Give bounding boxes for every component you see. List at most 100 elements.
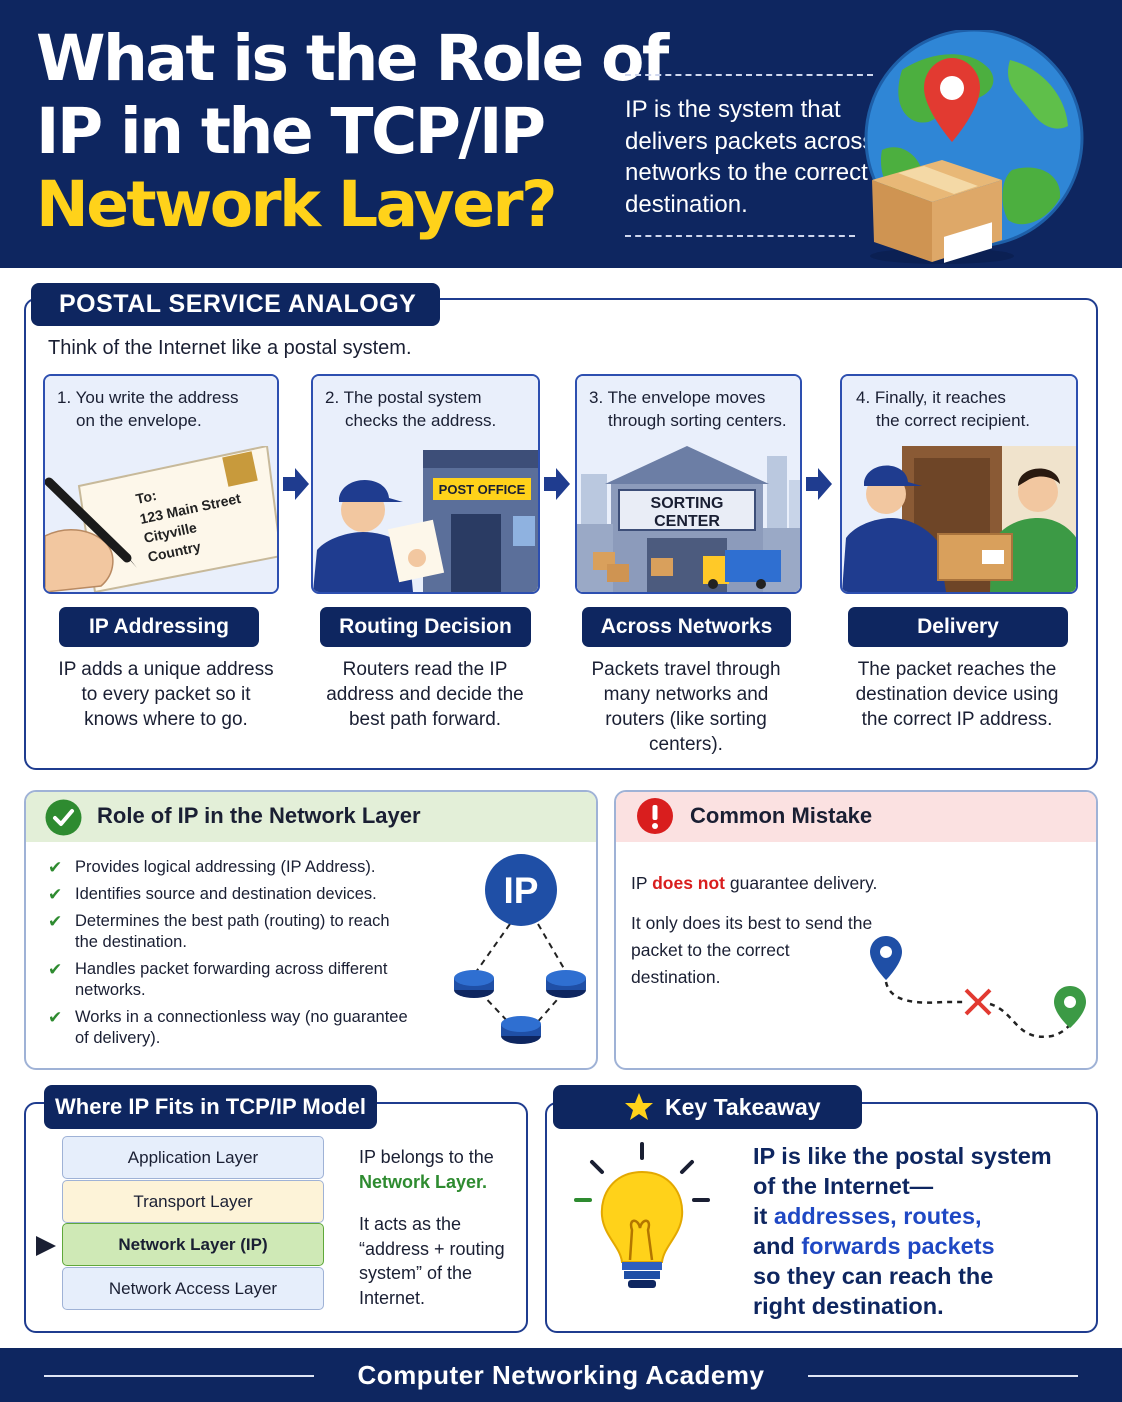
step-caption-1: 1. You write the address on the envelope… bbox=[45, 376, 277, 446]
delivery-illustration bbox=[842, 446, 1076, 592]
layer-application-layer: Application Layer bbox=[62, 1136, 324, 1179]
postal-analogy-heading: POSTAL SERVICE ANALOGY bbox=[31, 283, 440, 326]
takeaway-heading: Key Takeaway bbox=[553, 1085, 862, 1129]
title-line-1: What is the Role of bbox=[36, 22, 669, 95]
desc-line: to every packet so it bbox=[81, 684, 251, 705]
lightbulb-icon bbox=[574, 1142, 710, 1288]
takeaway-line: and forwards packets bbox=[753, 1231, 1073, 1261]
model-text-emphasis: Network Layer. bbox=[359, 1171, 488, 1192]
desc-line: Routers read the IP bbox=[342, 659, 508, 680]
desc-line: many networks and bbox=[603, 684, 769, 705]
desc-line: Packets travel through bbox=[591, 659, 781, 680]
step-card-3: 3. The envelope moves through sorting ce… bbox=[575, 374, 802, 594]
step-number-1: 1. bbox=[57, 388, 72, 407]
takeaway-word: it bbox=[753, 1203, 774, 1229]
model-text-line: IP belongs to the bbox=[359, 1147, 494, 1167]
model-text-2: It acts as the “address + routing system… bbox=[359, 1214, 505, 1308]
step-number-2: 2. bbox=[325, 388, 340, 407]
step-caption-line-b: the correct recipient. bbox=[876, 411, 1031, 430]
checklist-text: Provides logical addressing (IP Address)… bbox=[75, 858, 376, 876]
step-caption-4: 4. Finally, it reaches the correct recip… bbox=[842, 376, 1076, 446]
post-office-sign: POST OFFICE bbox=[439, 482, 526, 497]
takeaway-line: IP is like the postal system bbox=[753, 1143, 1052, 1169]
checklist-item: ✔ Identifies source and destination devic… bbox=[48, 884, 448, 905]
role-header bbox=[26, 792, 596, 842]
failed-route-icon bbox=[870, 936, 1086, 1039]
role-checklist: ✔ Provides logical addressing (IP Address… bbox=[48, 857, 448, 1055]
ip-router-diagram: IP bbox=[454, 854, 586, 1044]
checklist-item: ✔Works in a connectionless way (no guara… bbox=[48, 1007, 448, 1049]
desc-line: destination device using bbox=[855, 684, 1059, 705]
desc-line: best path forward. bbox=[348, 709, 502, 730]
mistake-text: guarantee delivery. bbox=[725, 873, 878, 893]
step-caption-line-a: You write the address bbox=[75, 388, 239, 407]
checkmark-icon: ✔ bbox=[48, 960, 63, 979]
model-text-1: IP belongs to the Network Layer. bbox=[359, 1145, 494, 1194]
title-line-3: Network Layer? bbox=[36, 168, 558, 241]
checklist-text: Identifies source and destination device… bbox=[75, 885, 377, 903]
delivery-desc: The packet reaches the destination devic… bbox=[827, 657, 1087, 732]
footer-bar: Computer Networking Academy bbox=[0, 1348, 1122, 1402]
divider-top bbox=[625, 74, 873, 76]
takeaway-line: so they can reach the bbox=[753, 1263, 994, 1289]
router-icon bbox=[546, 970, 586, 998]
header-banner: What is the Role of IP in the TCP/IP Net… bbox=[0, 0, 1122, 268]
layer-network-layer-ip: Network Layer (IP) bbox=[62, 1223, 324, 1266]
takeaway-emphasis: addresses, routes, bbox=[773, 1203, 982, 1229]
delivery-pill: Delivery bbox=[848, 607, 1068, 647]
mistake-line-1: IP does not guarantee delivery. bbox=[631, 873, 877, 894]
mistake-emphasis: does not bbox=[652, 873, 726, 893]
pointer-arrow-icon bbox=[36, 1236, 56, 1256]
checklist-item: ✔ Provides logical addressing (IP Address… bbox=[48, 857, 448, 878]
desc-line: The packet reaches the bbox=[857, 659, 1057, 680]
globe-package-icon bbox=[864, 30, 1084, 264]
mistake-title: Common Mistake bbox=[690, 803, 873, 828]
desc-line: address and decide the bbox=[326, 684, 524, 705]
mistake-line-2: It only does its best to send the packet… bbox=[631, 913, 873, 987]
routing-decision-desc: Routers read the IP address and decide t… bbox=[300, 657, 550, 732]
post-office-illustration: POST OFFICE bbox=[313, 446, 538, 592]
checkmark-icon: ✔ bbox=[48, 858, 63, 877]
mistake-text: IP bbox=[631, 873, 653, 893]
footer-divider-right bbox=[808, 1375, 1078, 1377]
checklist-text: Handles packet forwarding across differe… bbox=[75, 960, 388, 978]
sorting-sign-line-2: CENTER bbox=[654, 513, 720, 530]
ip-addressing-desc: IP adds a unique address to every packet… bbox=[36, 657, 296, 732]
mistake-header bbox=[616, 792, 1096, 842]
desc-line: centers). bbox=[649, 734, 723, 755]
checklist-text: of delivery). bbox=[75, 1029, 161, 1047]
arrow-right-icon bbox=[806, 468, 832, 500]
check-circle-icon bbox=[45, 799, 82, 836]
checklist-text: the destination. bbox=[75, 933, 187, 951]
desc-line: routers (like sorting bbox=[605, 709, 767, 730]
header-tagline: IP is the system that delivers packets a… bbox=[625, 96, 875, 218]
step-caption-line-b: through sorting centers. bbox=[608, 411, 787, 430]
ip-badge: IP bbox=[504, 870, 539, 911]
step-caption-line-a: Finally, it reaches bbox=[874, 388, 1006, 407]
postal-intro: Think of the Internet like a postal syst… bbox=[48, 337, 412, 359]
divider-bottom bbox=[625, 235, 855, 237]
envelope-to: To: bbox=[134, 487, 158, 507]
step-number-4: 4. bbox=[856, 388, 871, 407]
takeaway-text: IP is like the postal system of the Inte… bbox=[753, 1141, 1073, 1321]
step-caption-2: 2. The postal system checks the address. bbox=[313, 376, 538, 446]
layer-network-access-layer: Network Access Layer bbox=[62, 1267, 324, 1310]
step-card-1: 1. You write the address on the envelope… bbox=[43, 374, 279, 594]
checkmark-icon: ✔ bbox=[48, 885, 63, 904]
step-caption-line-a: The postal system bbox=[343, 388, 482, 407]
role-title: Role of IP in the Network Layer bbox=[97, 803, 421, 828]
footer-divider-left bbox=[44, 1375, 314, 1377]
step-caption-3: 3. The envelope moves through sorting ce… bbox=[577, 376, 800, 446]
step-card-2: 2. The postal system checks the address.… bbox=[311, 374, 540, 594]
takeaway-word: and bbox=[753, 1233, 802, 1259]
ip-addressing-pill: IP Addressing bbox=[59, 607, 259, 647]
checklist-item: ✔ Handles packet forwarding across differ… bbox=[48, 959, 448, 1001]
checklist-text: Determines the best path (routing) to re… bbox=[75, 912, 390, 930]
step-card-4: 4. Finally, it reaches the correct recip… bbox=[840, 374, 1078, 594]
title-line-2: IP in the TCP/IP bbox=[36, 95, 546, 168]
arrow-right-icon bbox=[544, 468, 570, 500]
across-networks-desc: Packets travel through many networks and… bbox=[561, 657, 811, 757]
takeaway-line: it addresses, routes, bbox=[753, 1201, 1073, 1231]
page-title: What is the Role of IP in the TCP/IP Net… bbox=[36, 22, 669, 241]
envelope-illustration: To: 123 Main Street Cityville Country bbox=[45, 446, 277, 592]
